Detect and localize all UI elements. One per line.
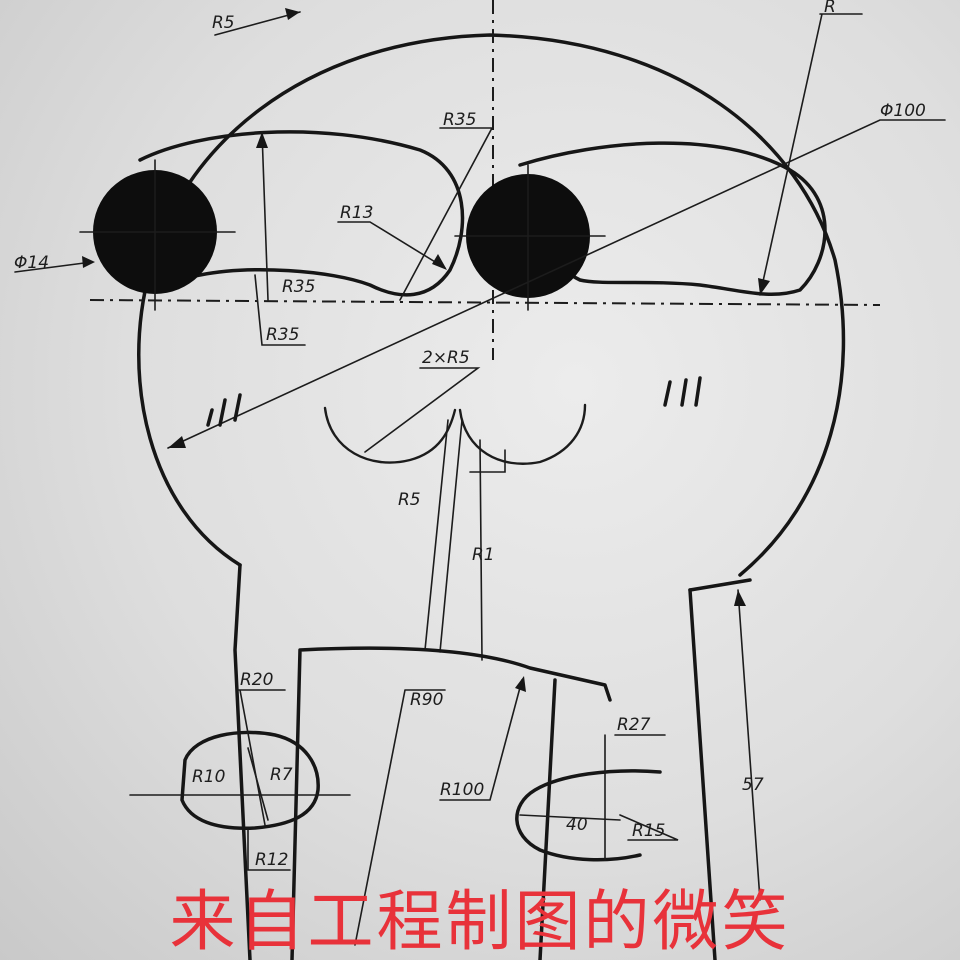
- left-blush-marks: [206, 393, 242, 427]
- dim-r1: R1: [472, 545, 495, 565]
- phi100-arrowhead: [168, 436, 186, 448]
- dim-r12: R12: [255, 850, 288, 870]
- neck-left: [233, 563, 252, 960]
- dim-r35-top: R35: [443, 110, 476, 130]
- r7-leader: [247, 747, 269, 821]
- dim-d57: 57: [742, 775, 764, 795]
- right-eye-outline: [518, 141, 827, 296]
- dim-r5: R5: [212, 13, 235, 33]
- r35-eye-dimension-line: [261, 131, 269, 301]
- body-block: [290, 646, 612, 960]
- r5-arrowhead: [285, 8, 300, 20]
- phi14-arrowhead: [82, 256, 95, 268]
- r12-leader: [247, 829, 291, 871]
- r35-low-leader: [254, 274, 306, 346]
- dim-r13: R13: [340, 203, 373, 223]
- dim-r100: R100: [440, 780, 484, 800]
- left-pupil-crosshair: [79, 159, 236, 311]
- right-pupil-crosshair: [454, 164, 606, 311]
- nose-stem-right: [439, 419, 463, 653]
- phi14-leader: [14, 261, 93, 273]
- dim-phi100: Φ100: [880, 101, 926, 121]
- neck-right: [688, 588, 717, 960]
- r100-leader: [439, 679, 523, 801]
- dim-r35-eye: R35: [282, 277, 315, 297]
- r35-eye-arrowhead: [256, 132, 268, 148]
- nose-stem-left: [424, 419, 449, 651]
- dim-r7: R7: [270, 765, 293, 785]
- r20-leader: [237, 689, 286, 826]
- smile-left-arc: [323, 406, 457, 464]
- right-shoulder: [688, 578, 752, 592]
- phi100-diameter-line: [167, 119, 946, 449]
- dim-d40: 40: [566, 815, 588, 835]
- r5-arc-leader: [214, 11, 301, 36]
- dim-r27: R27: [617, 715, 651, 735]
- right-blush-marks: [663, 376, 702, 407]
- right-hand-outline: [515, 769, 662, 862]
- nose-stem-r1: [479, 439, 483, 661]
- dim-r90: R90: [410, 690, 443, 710]
- r90-leader: [354, 689, 446, 946]
- dim-r20: R20: [240, 670, 273, 690]
- d40-dimension-line: [519, 814, 621, 821]
- r27-leader: [604, 734, 666, 861]
- left-hand-outline: [180, 730, 320, 830]
- dim-r15: R15: [632, 821, 665, 841]
- two-r5-leader: [364, 367, 481, 453]
- r13-arrowhead: [432, 254, 447, 270]
- left-eye-outline: [138, 130, 465, 297]
- r15-leader: [619, 814, 679, 841]
- horizontal-centerline: [89, 299, 881, 306]
- r13-leader: [337, 221, 446, 269]
- caption-text: 来自工程制图的微笑: [169, 883, 791, 960]
- dim-phi14: Φ14: [14, 253, 49, 273]
- dim-r35-low: R35: [266, 325, 299, 345]
- nose-r-leader: [469, 449, 506, 473]
- top-right-r-leader: [759, 13, 863, 296]
- dim-two-r5: 2×R5: [422, 348, 470, 368]
- dim-r5-center: R5: [398, 490, 421, 510]
- d57-dimension-line: [737, 589, 761, 901]
- head-outline: [137, 33, 846, 577]
- top-right-r-arrowhead: [758, 278, 770, 295]
- d57-arrowhead: [734, 590, 746, 606]
- smile-right-arc: [458, 403, 587, 465]
- body-inner-edge: [538, 678, 557, 960]
- r35-top-leader: [399, 127, 494, 301]
- dim-r10: R10: [192, 767, 225, 787]
- r100-arrowhead: [515, 676, 526, 692]
- dim-top-right-r: R: [824, 0, 836, 17]
